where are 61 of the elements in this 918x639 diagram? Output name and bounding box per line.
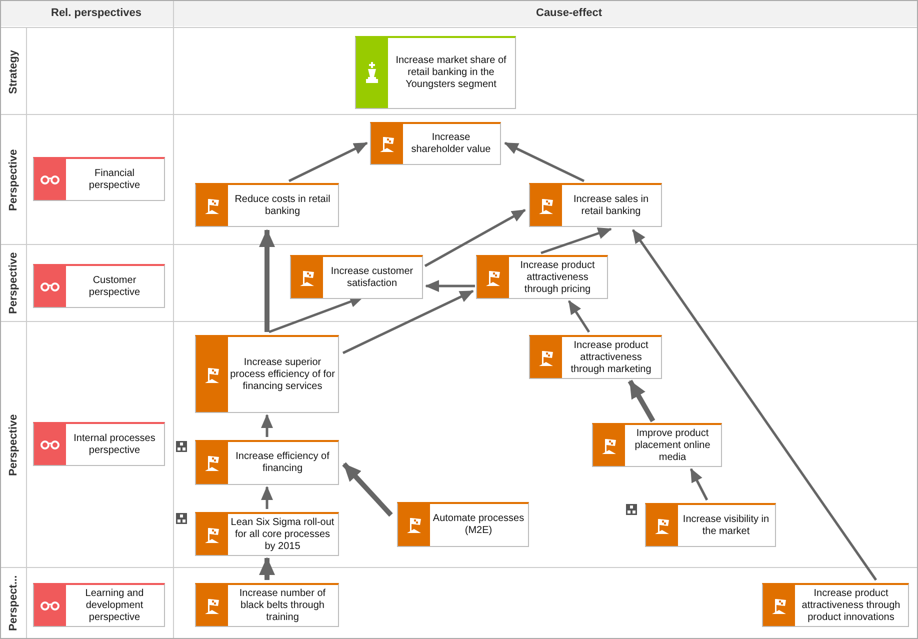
- perspective-box: [33, 157, 165, 201]
- goal-box: [195, 440, 339, 485]
- goal-box: [529, 183, 662, 227]
- arrow: [424, 208, 526, 268]
- arrow: [261, 414, 273, 437]
- goal-text: Financial perspective: [88, 168, 142, 192]
- goal-box: [290, 255, 423, 299]
- goal-box: [195, 335, 339, 413]
- goal-box: [370, 122, 501, 165]
- goal-text: Increase superior process efficiency of for financing services: [230, 356, 335, 392]
- arrow: [628, 380, 656, 422]
- arrow: [342, 462, 393, 517]
- goal-text: Improve product placement online media: [634, 428, 712, 464]
- goal-text: Customer perspective: [88, 274, 142, 298]
- goal-box: [195, 583, 339, 627]
- goal-box: [195, 183, 339, 227]
- arrow: [261, 486, 273, 509]
- goal-text: Increase product attractiveness through marketing: [570, 340, 652, 376]
- swimlane: [1, 114, 917, 245]
- column-header: Cause-effect: [536, 7, 602, 19]
- goal-box: [476, 255, 608, 299]
- arrow: [540, 228, 612, 254]
- goal-text: Lean Six Sigma roll-out for all core processes by 2015: [230, 516, 335, 552]
- goal-text: Reduce costs in retail banking: [234, 194, 332, 218]
- perspective-box: [33, 422, 165, 466]
- column-header: Rel. perspectives: [51, 7, 142, 19]
- goal-text: Internal processes perspective: [72, 432, 156, 456]
- strategy-box: [355, 36, 516, 109]
- goal-box: [529, 335, 662, 379]
- swimlane: [1, 321, 917, 568]
- arrow: [288, 142, 368, 182]
- goal-box: [195, 512, 339, 556]
- swimlane: [1, 244, 917, 322]
- goal-text: Learning and development perspective: [84, 588, 145, 624]
- swimlane: [1, 27, 917, 115]
- lane-label: Perspect...: [1, 568, 27, 638]
- perspective-box: [33, 583, 165, 627]
- goal-text: Increase market share of retail banking in the Youngsters segment: [394, 55, 508, 91]
- arrow: [425, 280, 475, 292]
- goal-box: [762, 583, 909, 627]
- arrow: [259, 557, 275, 580]
- swimlane: [1, 567, 917, 638]
- perspective-box: [33, 264, 165, 308]
- goal-text: Increase customer satisfaction: [330, 266, 414, 290]
- arrow: [568, 300, 590, 333]
- arrow: [342, 290, 474, 354]
- goal-text: Increase efficiency of financing: [234, 451, 330, 475]
- goal-text: Increase product attractiveness through product innovations: [800, 588, 902, 624]
- goal-box: [592, 423, 722, 467]
- goal-text: Increase sales in retail banking: [572, 194, 650, 218]
- arrow: [259, 229, 275, 332]
- goal-text: Automate processes (M2E): [432, 513, 525, 537]
- arrow: [690, 468, 708, 501]
- goal-text: Increase number of black belts through training: [238, 588, 327, 624]
- arrow: [632, 229, 878, 581]
- goal-text: Increase shareholder value: [410, 132, 492, 156]
- goal-box: [397, 502, 529, 547]
- arrow: [504, 142, 585, 182]
- goal-text: Increase product attractiveness through pricing: [519, 260, 596, 296]
- goal-text: Increase visibility in the market: [682, 514, 770, 538]
- goal-box: [645, 503, 776, 547]
